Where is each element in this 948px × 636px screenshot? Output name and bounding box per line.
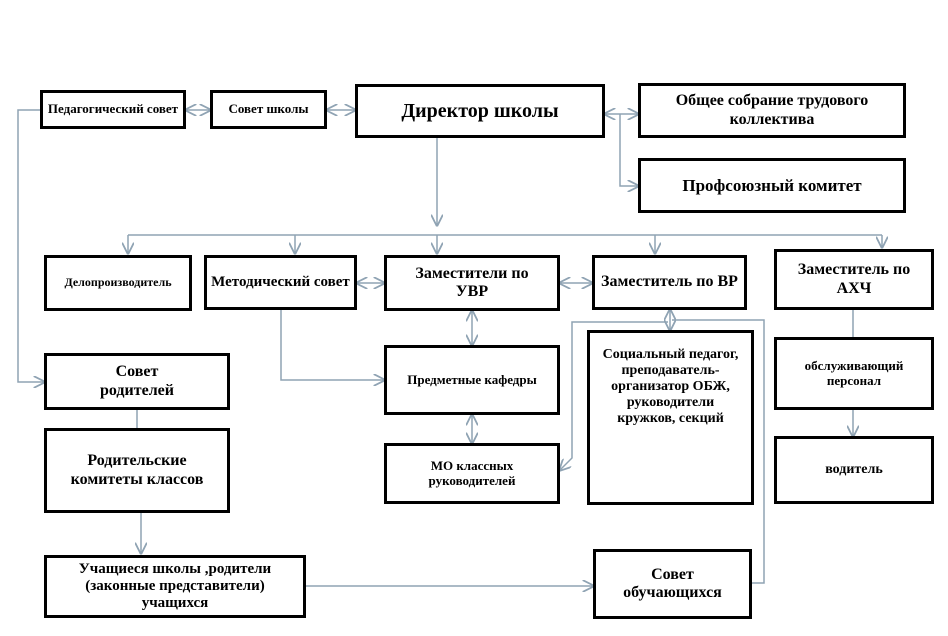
students-parents-box[interactable]: Учащиеся школы ,родители (законные предс… [44,555,306,618]
social-staff-label: Социальный педагог, преподаватель-органи… [602,347,739,427]
method-council-label: Методический совет [211,273,350,290]
link-mo-vr [560,321,668,470]
link-council-vr [672,319,765,584]
general-meeting-box[interactable]: Общее собрание трудового коллектива [638,83,906,138]
students-council-box[interactable]: Совет обучающихся [593,549,752,619]
clerk-box[interactable]: Делопроизводитель [44,255,192,311]
link-director-union [619,114,638,186]
service-staff-box[interactable]: обслуживающий персонал [774,337,934,410]
social-staff-box[interactable]: Социальный педагог, преподаватель-органи… [587,330,754,505]
parent-committees-box[interactable]: Родительские комитеты классов [44,428,230,513]
students-council-label: Совет обучающихся [623,565,722,601]
service-staff-label: обслуживающий персонал [804,357,904,388]
link-method-depts [280,310,384,380]
method-council-box[interactable]: Методический совет [204,255,357,310]
deputy-uvr-box[interactable]: Заместители по УВР [384,255,560,311]
mo-class-label: МО классных руководителей [428,457,516,488]
trade-union-box[interactable]: Профсоюзный комитет [638,158,906,213]
parents-council-label: Совет родителей [99,363,174,399]
subject-depts-box[interactable]: Предметные кафедры [384,345,560,415]
parents-council-box[interactable]: Совет родителей [44,353,230,410]
deputy-vr-box[interactable]: Заместитель по ВР [592,255,747,310]
subject-depts-label: Предметные кафедры [407,371,537,387]
deputy-uvr-label: Заместители по УВР [415,264,529,300]
link-ped-parents [17,109,44,382]
students-parents-label: Учащиеся школы ,родители (законные предс… [78,560,272,612]
parent-committees-label: Родительские комитеты классов [70,452,204,488]
driver-label: водитель [825,461,883,477]
deputy-ahch-box[interactable]: Заместитель по АХЧ [774,249,934,310]
director-box[interactable]: Директор школы [355,84,605,138]
deputy-ahch-label: Заместитель по АХЧ [797,261,911,297]
mo-class-box[interactable]: МО классных руководителей [384,443,560,504]
driver-box[interactable]: водитель [774,436,934,504]
school-council-label: Совет школы [228,101,309,117]
deputy-vr-label: Заместитель по ВР [601,273,738,291]
ped-council-label: Педагогический совет [47,101,179,117]
clerk-label: Делопроизводитель [64,275,172,290]
ped-council-box[interactable]: Педагогический совет [40,90,186,129]
trade-union-label: Профсоюзный комитет [682,175,862,195]
director-label: Директор школы [401,99,559,122]
general-meeting-label: Общее собрание трудового коллектива [675,92,869,128]
school-council-box[interactable]: Совет школы [210,90,327,129]
